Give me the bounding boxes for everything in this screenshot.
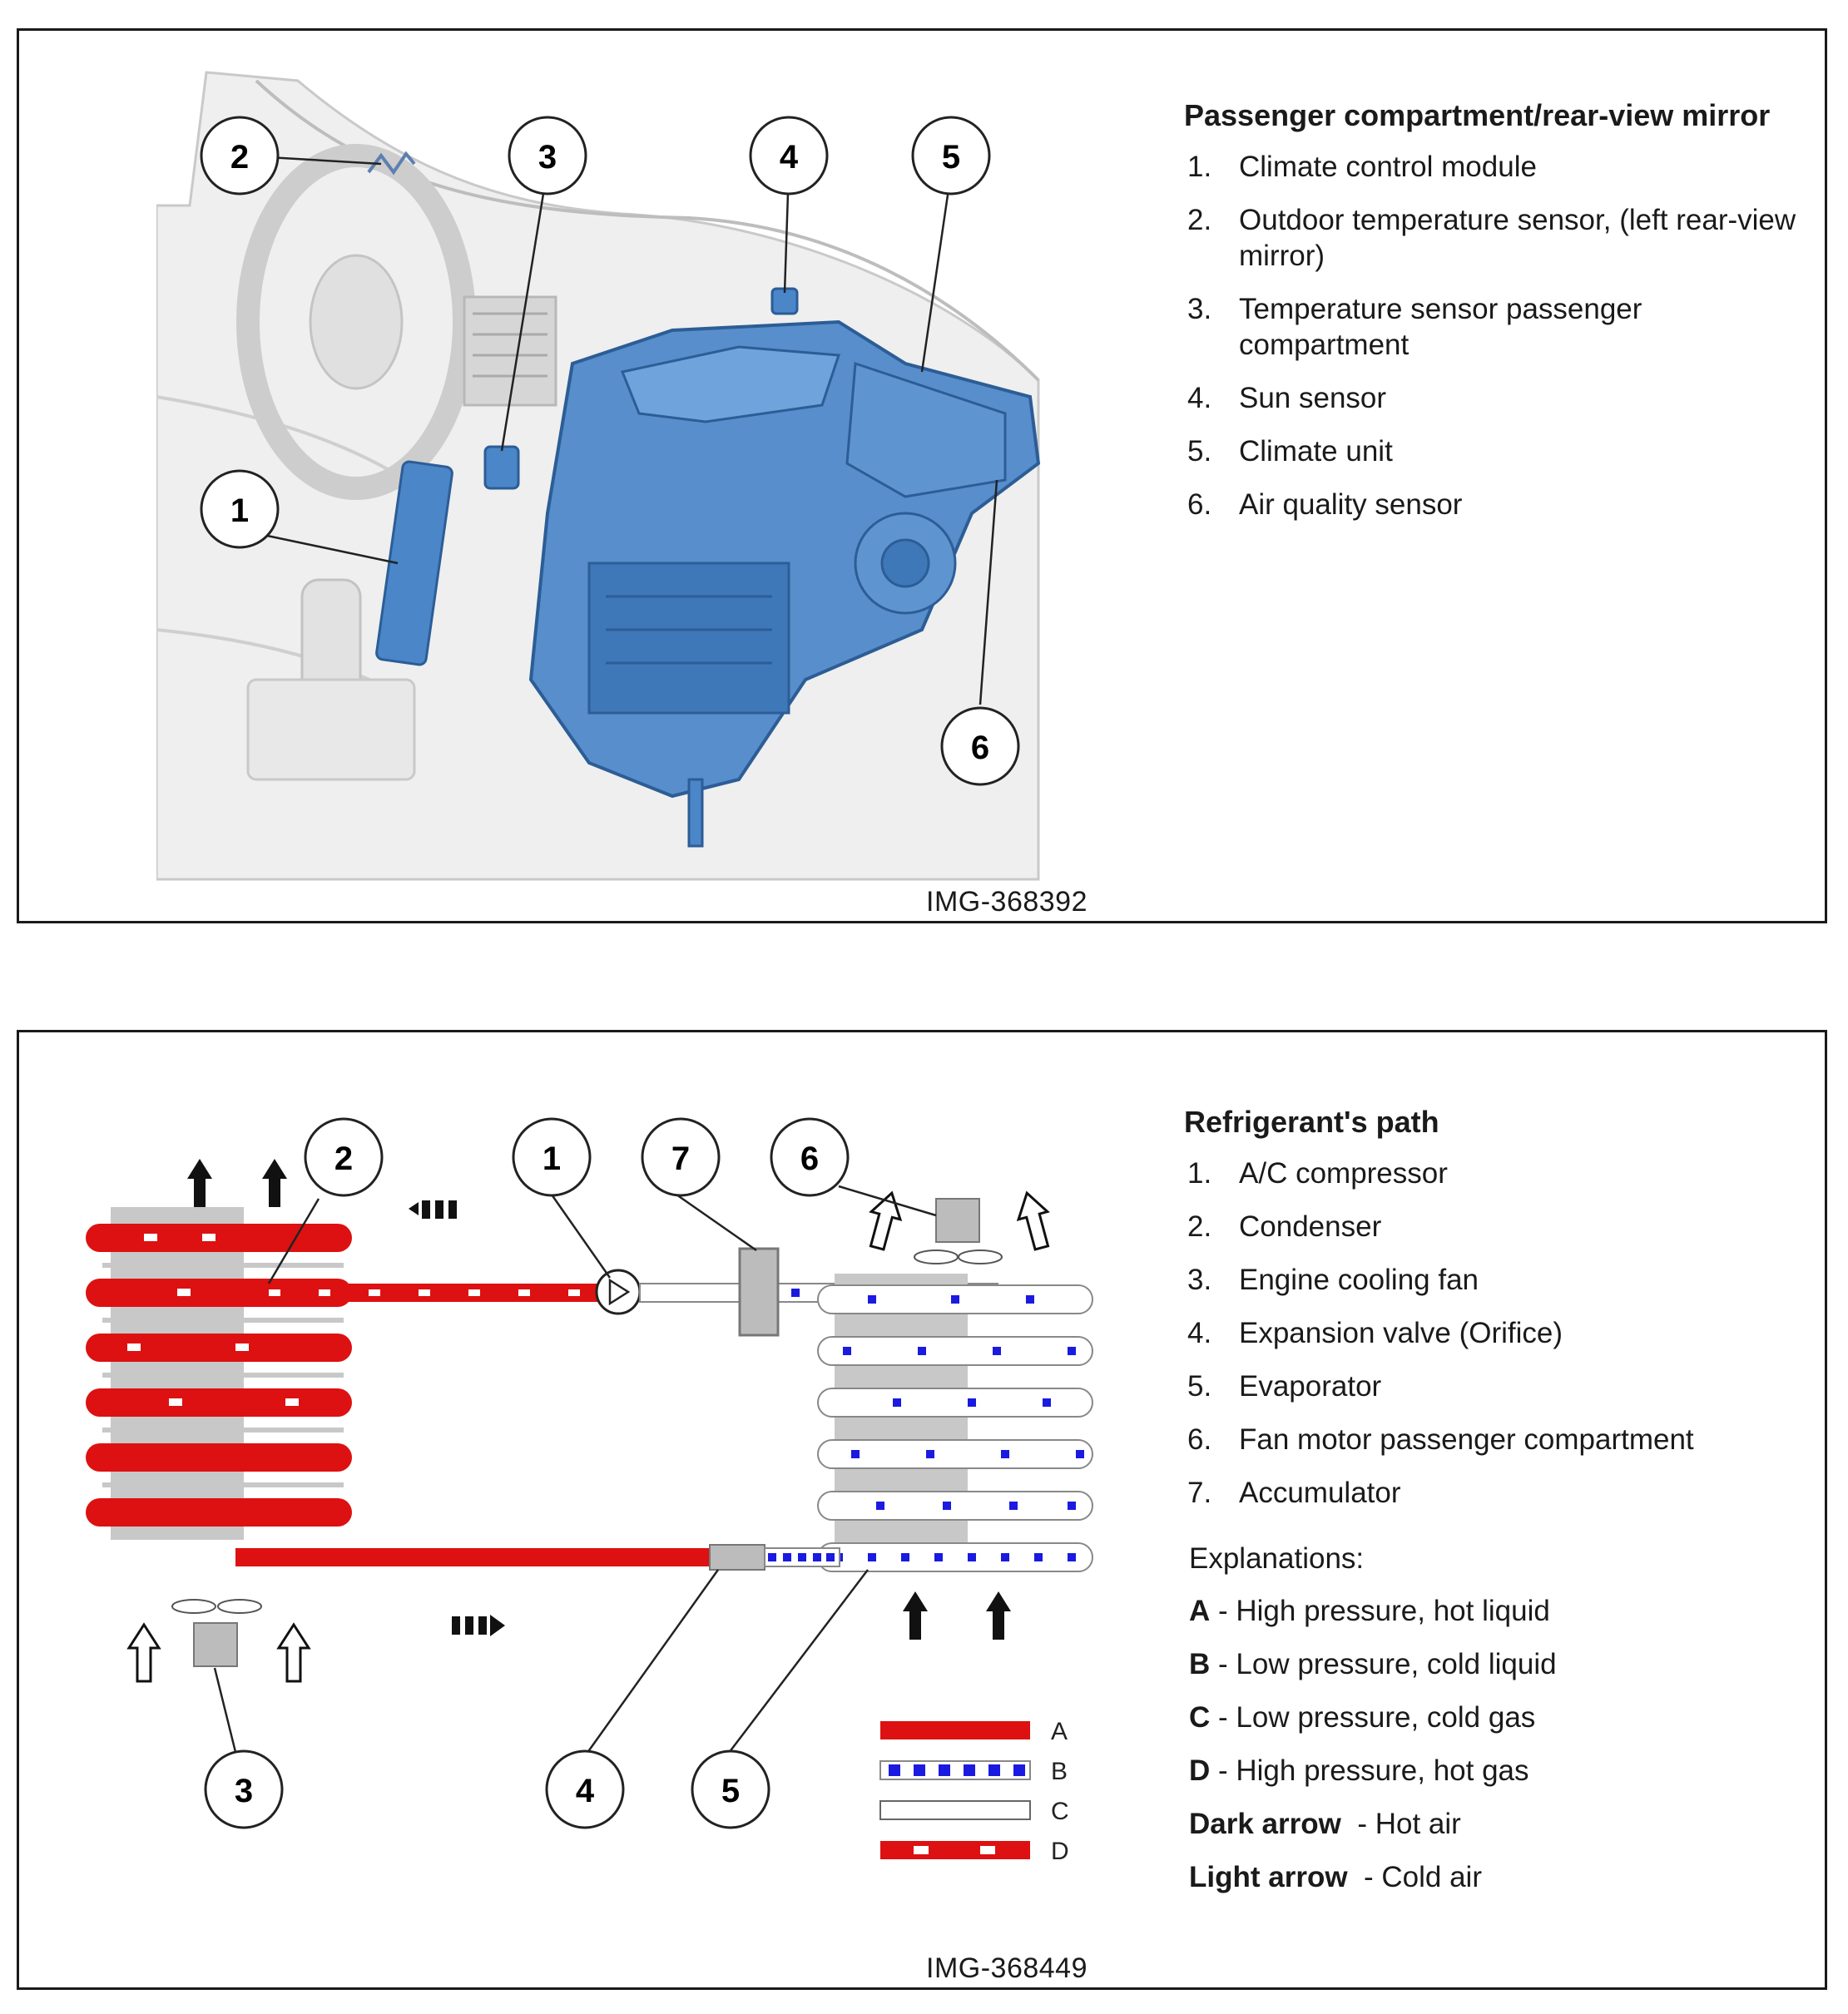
svg-text:3: 3 [235,1773,253,1809]
callout-5: 5 [911,116,991,195]
explanation-row: D - High pressure, hot gas [1189,1754,1529,1787]
list-item: 1.Climate control module [1187,151,1537,183]
climate-control-module [375,460,453,666]
compressor-part [595,1269,642,1315]
list-item: 6.Air quality sensor [1187,488,1463,521]
callout-6: 6 [770,1117,850,1197]
temperature-sensor-part [483,445,520,490]
explanation-row: Light arrow - Cold air [1189,1861,1482,1893]
explanation-row: A - High pressure, hot liquid [1189,1595,1550,1627]
figure2-list: 1.A/C compressor 2.Condenser 3.Engine co… [1184,1155,1816,1511]
explanations-title: Explanations: [1189,1542,1365,1575]
svg-text:7: 7 [671,1141,690,1177]
svg-text:1: 1 [543,1141,561,1177]
figure2-caption: IMG-368449 [926,1952,1087,1984]
figure1-legend: Passenger compartment/rear-view mirror 1… [1184,101,1816,540]
svg-text:B: B [1051,1758,1068,1785]
callout-4: 4 [749,116,829,195]
svg-text:3: 3 [538,139,557,176]
callout-6: 6 [940,706,1020,786]
accumulator-part [738,1247,780,1337]
engine-cooling-fan-part [171,1599,262,1667]
explanation-row: B - Low pressure, cold liquid [1189,1648,1557,1680]
swatch-d [880,1841,1030,1859]
figure2-title: Refrigerant's path [1184,1105,1439,1139]
refrigerant-path-diagram: 1 2 3 4 5 6 7 A [86,1117,1093,1865]
list-item: 3.Temperature sensor passenger compartme… [1187,293,1642,361]
svg-text:6: 6 [971,730,989,766]
evaporator-part [817,1274,1093,1572]
fan-motor-passenger-part [914,1198,1003,1264]
list-item: 5.Climate unit [1187,435,1393,468]
pipe-swatch-legend: A B C D [879,1718,1069,1865]
light-arrow-icon [126,1190,1050,1683]
list-item: 3.Engine cooling fan [1187,1264,1479,1296]
list-item: 5.Evaporator [1187,1370,1382,1403]
callout-1: 1 [200,469,280,549]
svg-text:5: 5 [942,139,960,176]
callout-3: 3 [204,1749,284,1829]
callout-4: 4 [545,1749,625,1829]
callout-5: 5 [691,1749,770,1829]
condenser-part [86,1207,352,1540]
svg-text:D: D [1051,1838,1069,1865]
svg-text:2: 2 [230,139,249,176]
svg-text:4: 4 [780,139,799,176]
list-item: 2.Condenser [1187,1210,1382,1243]
svg-text:6: 6 [800,1141,819,1177]
dark-arrow-icon [187,1159,1011,1640]
list-item: 6.Fan motor passenger compartment [1187,1423,1694,1456]
callout-2: 2 [304,1117,384,1197]
callout-1: 1 [512,1117,592,1197]
svg-text:A: A [1051,1718,1068,1745]
swatch-b [879,1760,1031,1780]
callout-7: 7 [641,1117,721,1197]
svg-text:5: 5 [721,1773,740,1809]
explanation-row: Dark arrow - Hot air [1189,1808,1461,1840]
figure1-title: Passenger compartment/rear-view mirror [1184,98,1771,132]
figure2-legend: Refrigerant's path 1.A/C compressor 2.Co… [1184,1107,1816,1913]
figure-panel-2: 1 2 3 4 5 6 7 A [17,1030,1827,1990]
list-item: 1.A/C compressor [1187,1157,1448,1190]
list-item: 4.Sun sensor [1187,382,1387,414]
climate-unit-illustration: 1 2 3 4 5 6 [156,71,1041,881]
outdoor-sensor-part [367,151,416,176]
explanation-row: C - Low pressure, cold gas [1189,1701,1536,1734]
figure1-list: 1.Climate control module 2.Outdoor tempe… [1184,149,1816,522]
callout-3: 3 [508,116,587,195]
figure-panel-1: 1 2 3 4 5 6 Passenger compartment/rear-v… [17,28,1827,923]
list-item: 2.Outdoor temperature sensor, (left rear… [1187,204,1796,272]
list-item: 7.Accumulator [1187,1477,1401,1509]
expansion-valve-part [709,1544,765,1571]
swatch-a [880,1721,1030,1739]
callout-2: 2 [200,116,280,195]
swatch-c [879,1800,1031,1820]
svg-text:1: 1 [230,492,249,529]
svg-text:4: 4 [576,1773,595,1809]
list-item: 4.Expansion valve (Orifice) [1187,1317,1563,1349]
figure1-caption: IMG-368392 [926,886,1087,918]
svg-text:2: 2 [334,1141,353,1177]
svg-text:C: C [1051,1798,1069,1825]
